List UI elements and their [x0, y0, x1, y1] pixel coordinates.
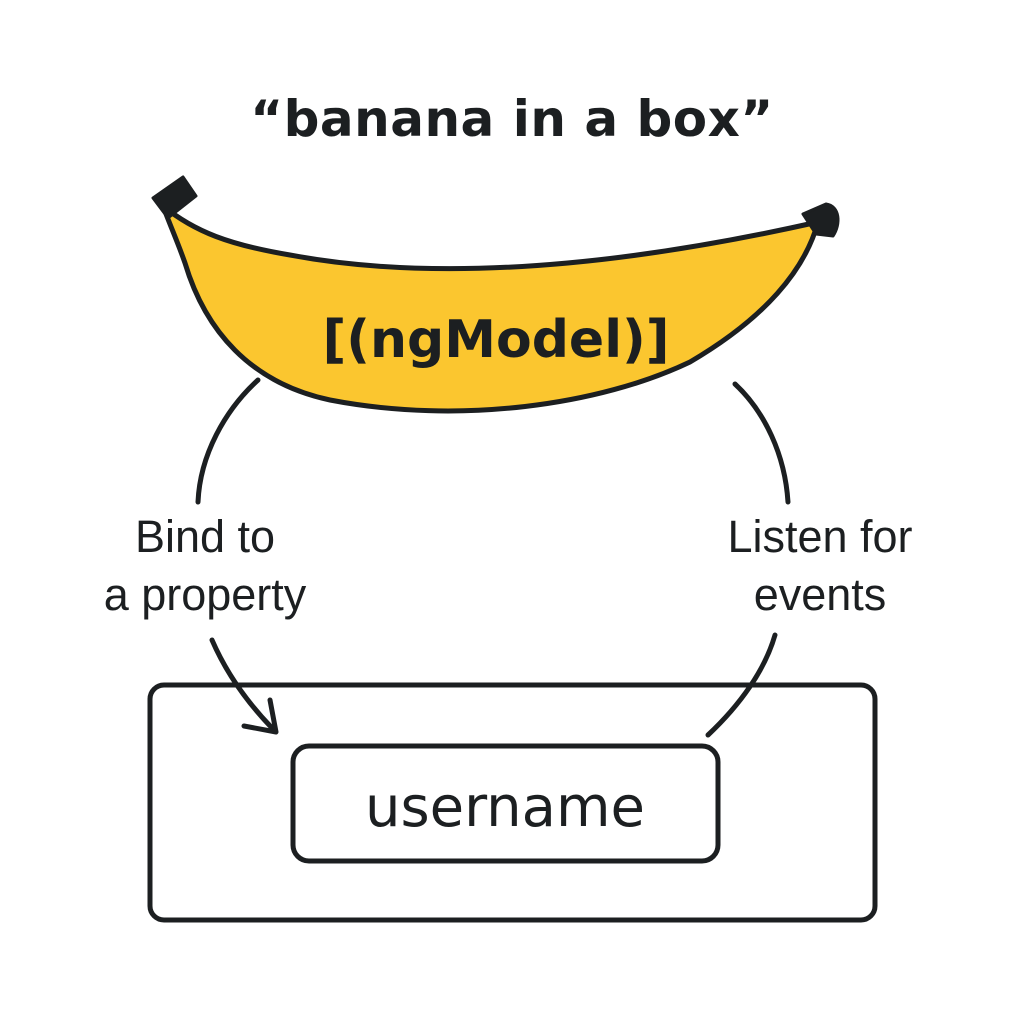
right-arrow-upper-curve [732, 381, 791, 505]
left-arrow-upper-curve [195, 377, 261, 505]
left-label-line-2: a property [103, 569, 307, 620]
input-value: username [365, 775, 645, 840]
banana-tip [801, 202, 840, 238]
outer-box [147, 682, 878, 923]
right-label-line-1: Listen for [727, 511, 913, 562]
banana-stem [151, 175, 198, 220]
username-input[interactable]: username [290, 743, 721, 864]
banana-body [160, 203, 821, 414]
banana-icon: [(ngModel)] [151, 175, 840, 414]
diagram-title: “banana in a box” [250, 90, 774, 148]
right-arrow-label: Listen for events [690, 508, 950, 624]
left-arrow-label: Bind to a property [70, 508, 340, 624]
arrowhead-icon [241, 697, 279, 735]
banana-label: [(ngModel)] [322, 310, 669, 370]
left-label-line-1: Bind to [134, 511, 276, 562]
input-field-border [290, 743, 721, 864]
right-label-line-2: events [753, 569, 887, 620]
